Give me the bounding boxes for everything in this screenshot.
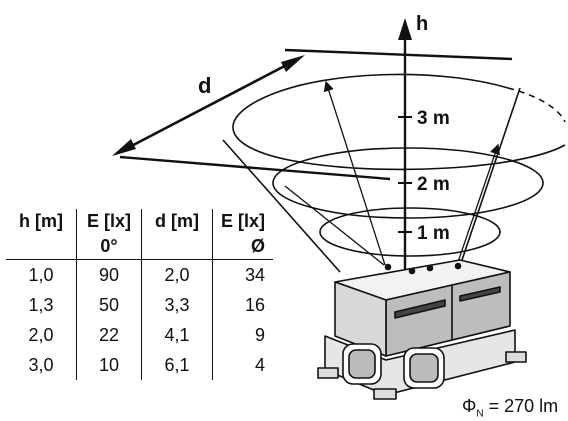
cable-gland-2	[348, 349, 376, 379]
beam-line-1	[323, 80, 386, 266]
height-axis: h	[398, 13, 428, 270]
device-slot	[394, 299, 446, 319]
device-led-4	[454, 262, 462, 270]
cone-edge-right	[459, 87, 521, 267]
table-row: 3,0 10 6,1 4	[6, 350, 273, 380]
device-led-3	[426, 264, 434, 272]
cone-ellipse-3m-dashed	[507, 87, 566, 123]
beam-line-3	[284, 185, 385, 266]
subheader-h	[6, 233, 77, 260]
header-d: d [m]	[141, 209, 213, 233]
height-axis-label: h	[416, 13, 428, 35]
cell-h: 2,0	[28, 324, 54, 345]
cell-d: 2,0	[141, 259, 213, 290]
height-label-3m: 3 m	[417, 108, 450, 129]
distance-arrowhead-bottom	[112, 139, 136, 156]
cell-e-avg: 34	[212, 259, 273, 290]
flux-symbol: Φ	[462, 396, 477, 416]
beam-line-2	[457, 143, 500, 263]
cell-e-avg: 4	[212, 350, 273, 380]
cell-e-center: 22	[76, 320, 142, 350]
table-row: 1,0 90 2,0 34	[6, 259, 273, 290]
device-led-2	[408, 267, 416, 275]
header-e-avg: E [lx]	[212, 209, 273, 233]
cell-e-center: 90	[76, 259, 142, 290]
distance-d	[112, 48, 513, 181]
cell-d: 6,1	[141, 350, 213, 380]
cone-ellipse-1m	[319, 207, 501, 257]
cell-e-center: 10	[76, 350, 142, 380]
height-label-2m: 2 m	[417, 174, 450, 195]
device-foot-2	[373, 388, 397, 400]
cone-ellipse-3m	[232, 73, 566, 171]
cell-e-avg: 9	[212, 320, 273, 350]
height-label-1m: 1 m	[417, 223, 450, 244]
table-row: 2,0 22 4,1 9	[6, 320, 273, 350]
cell-e-avg: 16	[212, 290, 273, 320]
header-e-center: E [lx]	[76, 209, 142, 233]
distance-arrowhead-top	[281, 55, 305, 72]
device-led-1	[384, 263, 392, 271]
cell-d: 4,1	[141, 320, 213, 350]
cone-edge-left	[222, 139, 341, 273]
light-cone	[222, 73, 566, 273]
illuminance-table: h [m] E [lx] d [m] E [lx] 0° Ø 1,0 90 2,…	[6, 209, 273, 380]
cell-d: 3,3	[141, 290, 213, 320]
device-slot-2	[459, 286, 501, 302]
cell-e-center: 50	[76, 290, 142, 320]
header-h: h [m]	[19, 210, 63, 231]
subheader-d	[141, 233, 213, 260]
distance-arrow	[117, 56, 301, 155]
beam-lines	[284, 80, 500, 266]
cone-ellipse-2m	[272, 147, 544, 219]
subheader-e-center: 0°	[76, 233, 142, 260]
distance-label: d	[198, 73, 211, 98]
distance-bound-top	[284, 48, 513, 61]
flux-value: = 270 lm	[488, 396, 559, 416]
luminaire-device	[317, 259, 527, 400]
device-side-face	[334, 281, 387, 357]
cable-gland-4	[409, 353, 439, 383]
device-foot-1	[317, 367, 339, 379]
cell-h: 3,0	[28, 354, 54, 375]
subheader-e-avg: Ø	[212, 233, 273, 260]
luminous-flux: ΦN = 270 lm	[462, 396, 558, 420]
height-axis-arrowhead	[398, 18, 412, 40]
distance-bound-bottom	[119, 155, 391, 181]
cell-h: 1,0	[28, 264, 54, 285]
cell-h: 1,3	[28, 294, 54, 315]
flux-subscript: N	[476, 408, 484, 420]
device-foot-3	[505, 351, 527, 363]
table-row: 1,3 50 3,3 16	[6, 290, 273, 320]
